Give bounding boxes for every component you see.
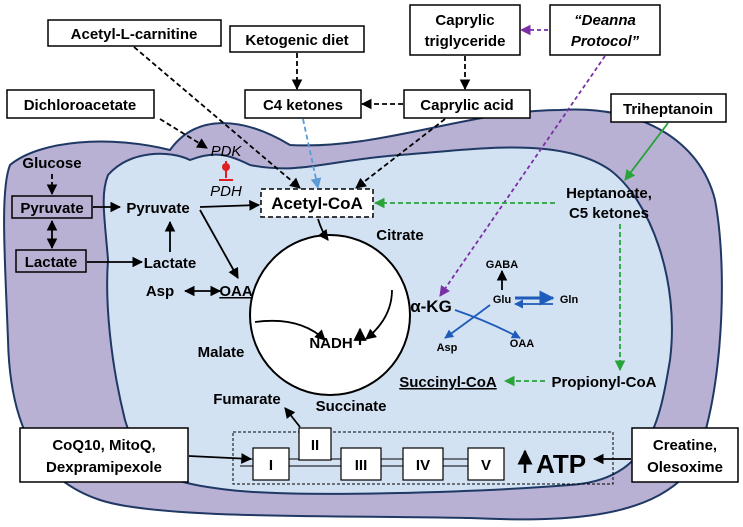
arrow-coq10-to-complexi: [188, 453, 253, 464]
mito-lactate-label: Lactate: [144, 255, 197, 272]
complex-iv: [402, 447, 444, 481]
gln-label: Gln: [560, 294, 579, 306]
ketogenic-diet-label: Ketogenic diet: [245, 32, 348, 49]
heptanoate-line2: C5 ketones: [569, 205, 649, 222]
acetyl-l-carnitine-label: Acetyl-L-carnitine: [71, 26, 198, 43]
dichloroacetate-box: [6, 89, 155, 119]
arrow-triheptanoin-to-heptanoate: [624, 122, 669, 181]
mito-pyruvate-label: Pyruvate: [126, 200, 189, 217]
triheptanoin-label: Triheptanoin: [623, 101, 713, 118]
arrow-dca-to-pdk: [159, 118, 208, 149]
cytosol-pyruvate-box: [11, 195, 93, 219]
complex-i-label: I: [269, 457, 273, 474]
tca-cycle-circle: [249, 234, 411, 396]
deanna-protocol-line1: “Deanna: [574, 12, 636, 29]
small-asp-label: Asp: [437, 342, 458, 354]
complex-iv-label: IV: [416, 457, 430, 474]
acetyl-coa-box: [260, 188, 374, 218]
deanna-protocol-box: [549, 4, 661, 56]
complex-iii: [340, 447, 382, 481]
complex-ii: [298, 427, 332, 461]
coq10-line2: Dexpramipexole: [46, 459, 162, 476]
glu-label: Glu: [493, 294, 511, 306]
citrate-label: Citrate: [376, 227, 424, 244]
succinyl-coa-label: Succinyl-CoA: [399, 374, 497, 391]
coq10-box: [19, 427, 189, 483]
oaa-label: OAA: [219, 283, 253, 300]
dichloroacetate-label: Dichloroacetate: [24, 97, 137, 114]
caprylic-triglyceride-line1: Caprylic: [435, 12, 494, 29]
creatine-box: [631, 427, 739, 483]
complex-v: [467, 447, 505, 481]
creatine-line1: Creatine,: [653, 437, 717, 454]
arrow-acetylcoa-to-tca: [317, 218, 329, 241]
ketogenic-diet-box: [229, 25, 365, 53]
triheptanoin-box: [610, 93, 727, 123]
pdk-label: PDK: [211, 143, 243, 160]
heptanoate-line1: Heptanoate,: [566, 185, 652, 202]
pdh-label: PDH: [210, 183, 242, 200]
small-oaa-label: OAA: [510, 338, 535, 350]
cytosol-lactate-label: Lactate: [25, 254, 78, 271]
nadh-label: NADH: [309, 335, 352, 352]
complex-iii-label: III: [355, 457, 368, 474]
succinate-label: Succinate: [316, 398, 387, 415]
acetyl-l-carnitine-box: [47, 19, 222, 47]
fumarate-label: Fumarate: [213, 391, 281, 408]
caprylic-acid-box: [403, 89, 531, 119]
coq10-line1: CoQ10, MitoQ,: [52, 437, 155, 454]
arrow-c4-to-acetylcoa: [302, 118, 322, 190]
arrow-tca-nadh-left: [254, 319, 326, 341]
complex-v-label: V: [481, 457, 491, 474]
arrow-asp-glu: [444, 304, 491, 339]
complex-i: [252, 447, 290, 481]
arrow-pyruvate-to-oaa: [199, 209, 239, 279]
deanna-protocol-line2: Protocol”: [571, 33, 640, 50]
glucose-label: Glucose: [22, 155, 81, 172]
arrow-carnitine-to-acetylcoa: [133, 46, 301, 189]
acetyl-coa-label: Acetyl-CoA: [271, 194, 363, 213]
malate-label: Malate: [198, 344, 245, 361]
alpha-kg-label: α-KG: [410, 297, 452, 316]
asp-label: Asp: [146, 283, 174, 300]
caprylic-triglyceride-line2: triglyceride: [425, 33, 506, 50]
arrow-caprylic-to-acetylcoa: [355, 118, 446, 189]
arrow-complexii-to-fumarate: [284, 407, 301, 428]
atp-label: ATP: [536, 449, 586, 479]
gaba-label: GABA: [486, 259, 518, 271]
arrow-pyruvate-to-acetylcoa: [199, 199, 261, 211]
complex-ii-label: II: [311, 437, 319, 454]
arrow-tca-nadh-right: [365, 289, 393, 340]
arrow-akg-oaa: [454, 309, 521, 339]
pdk-inhibition-dot: [222, 163, 230, 171]
cytosol-lactate-box: [15, 249, 87, 273]
creatine-line2: Olesoxime: [647, 459, 723, 476]
cytosol-pyruvate-label: Pyruvate: [20, 200, 83, 217]
c4-ketones-label: C4 ketones: [263, 97, 343, 114]
caprylic-acid-label: Caprylic acid: [420, 97, 513, 114]
propionyl-coa-label: Propionyl-CoA: [552, 374, 657, 391]
